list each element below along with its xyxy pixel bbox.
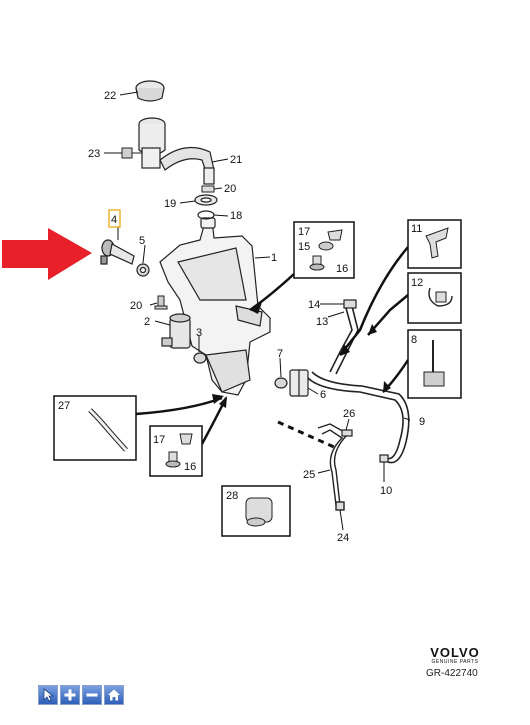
- callout-25: 25: [303, 469, 315, 481]
- callout-20-top: 20: [224, 183, 236, 195]
- pointer-icon: [43, 688, 55, 702]
- home-button[interactable]: [104, 685, 124, 705]
- brand-sub: GENUINE PARTS: [431, 659, 479, 665]
- callout-6: 6: [320, 389, 326, 401]
- callout-22: 22: [104, 90, 116, 102]
- detail-box-28: [221, 485, 291, 537]
- home-icon: [108, 689, 120, 701]
- zoom-in-icon: [64, 689, 76, 701]
- grommet-5: [136, 263, 150, 277]
- highlight-arrow: [2, 228, 92, 280]
- callout-5: 5: [139, 235, 145, 247]
- callout-16-bottom: 16: [184, 461, 196, 473]
- filler-neck: [138, 117, 215, 185]
- screw-20-lower: [154, 295, 168, 310]
- zoom-out-button[interactable]: [82, 685, 102, 705]
- callout-10: 10: [380, 485, 392, 497]
- grommet-7: [274, 377, 288, 389]
- callout-7: 7: [277, 348, 283, 360]
- level-sensor-4: [100, 239, 135, 265]
- callout-11: 11: [411, 223, 422, 235]
- callout-2: 2: [144, 316, 150, 328]
- callout-19: 19: [164, 198, 176, 210]
- callout-17-top: 17: [298, 226, 310, 238]
- diagram-toolbar: [38, 685, 124, 705]
- callout-15: 15: [298, 241, 310, 253]
- ring-19: [194, 194, 218, 206]
- hose-25-24: [317, 423, 350, 511]
- callout-28: 28: [226, 490, 238, 502]
- washer-pump-2: [161, 313, 191, 349]
- callout-4-highlight: [108, 209, 121, 228]
- valve-6: [289, 369, 309, 397]
- detail-box-27: [53, 395, 137, 461]
- callout-1: 1: [271, 252, 277, 264]
- connector-14: [343, 299, 357, 309]
- diagram-reference: GR-422740: [426, 668, 478, 679]
- detail-box-12: [407, 272, 462, 324]
- callout-27: 27: [58, 400, 70, 412]
- hose-9: [307, 371, 410, 464]
- callout-3: 3: [196, 327, 202, 339]
- connector-10: [379, 454, 389, 463]
- callout-23: 23: [88, 148, 100, 160]
- callout-13: 13: [316, 316, 328, 328]
- hose-13: [329, 305, 359, 375]
- detail-box-11: [407, 219, 462, 269]
- detail-box-16-17: [149, 425, 203, 477]
- callout-9: 9: [419, 416, 425, 428]
- detail-box-8: [407, 329, 462, 399]
- callout-8: 8: [411, 334, 417, 346]
- leader-lines: [104, 91, 411, 531]
- pointer-button[interactable]: [38, 685, 58, 705]
- brand-logo: VOLVO GENUINE PARTS: [425, 645, 485, 665]
- callout-20-bottom: 20: [130, 300, 142, 312]
- zoom-in-button[interactable]: [60, 685, 80, 705]
- arrowheads: [212, 302, 391, 408]
- callout-14: 14: [308, 299, 320, 311]
- callout-4: 4: [111, 214, 117, 226]
- callout-18: 18: [230, 210, 242, 222]
- brand-name: VOLVO: [430, 645, 480, 660]
- connector-26: [341, 429, 353, 437]
- callout-17-bottom: 17: [153, 434, 165, 446]
- callout-24: 24: [337, 532, 349, 544]
- callout-26: 26: [343, 408, 355, 420]
- zoom-out-icon: [86, 693, 98, 697]
- filler-cap: [135, 80, 165, 102]
- callout-12: 12: [411, 277, 423, 289]
- callout-16-top: 16: [336, 263, 348, 275]
- seal-20-top: [201, 185, 215, 193]
- grommet-3: [193, 352, 207, 364]
- callout-21: 21: [230, 154, 242, 166]
- callout-numbers: 1 2 3 4 5 6 7 8 9 10 11 12 13 14 15 16 1…: [58, 90, 425, 544]
- detail-box-15-16-17: [293, 221, 355, 279]
